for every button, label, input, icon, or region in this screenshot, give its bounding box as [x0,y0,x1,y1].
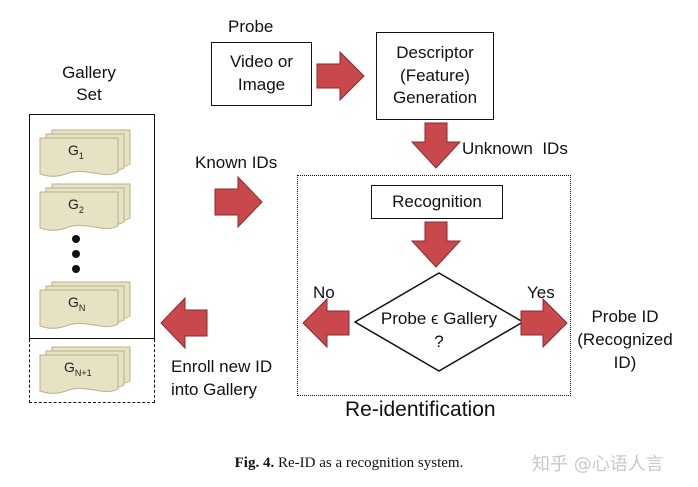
card-stack-icon [39,183,131,231]
caption-fig-number: Fig. 4. [234,455,275,471]
arrow-left-icon [302,297,350,349]
gallery-card-n: GN [38,280,134,330]
caption-text: Re-ID as a recognition system. [277,455,464,471]
descriptor-line-1: Descriptor [396,42,474,62]
arrow-left-icon [160,296,208,350]
new-gallery-box [29,339,155,403]
descriptor-generation-box: Descriptor (Feature) Generation [376,32,494,120]
probe-label: Probe [228,17,274,36]
gallery-set-line-2: Set [76,85,102,105]
decision-line-2: ? [434,331,444,351]
card-stack-icon [39,281,131,329]
unknown-ids-label: Unknown IDs [462,139,568,158]
recognition-label: Recognition [392,191,482,211]
decision-text: Probe ϵ Gallery ? [353,308,525,354]
probe-id-line-2: (Recognized [577,329,673,349]
gallery-set-box [29,114,155,339]
enroll-label: Enroll new ID into Gallery [171,356,272,402]
probe-id-line-1: Probe ID [591,307,659,326]
gallery-set-label: Gallery Set [44,62,134,106]
ellipsis-dots-icon [72,235,80,273]
figure-caption: Fig. 4. Re-ID as a recognition system. [0,455,698,472]
gallery-set-line-1: Gallery [62,63,116,82]
card-stack-icon [39,129,131,177]
gallery-card-1: G1 [38,128,134,178]
video-box-line-2: Image [237,75,286,94]
enroll-line-1: Enroll new ID [171,357,273,376]
decision-line-1: Probe ϵ Gallery [380,309,498,328]
arrow-down-icon [410,221,462,268]
descriptor-line-2: (Feature) [400,65,470,85]
descriptor-line-3: Generation [392,88,478,108]
gallery-item-1-label: G1 [68,142,84,161]
known-ids-label: Known IDs [195,153,278,172]
gallery-item-n-label: GN [68,294,86,313]
probe-id-label: Probe ID (Recognized ID) [562,306,688,375]
reidentification-label: Re-identification [345,398,496,421]
card-stack-icon [39,346,131,394]
video-box-line-1: Video or [229,52,293,72]
gallery-item-n-plus-1-label: GN+1 [64,359,92,378]
recognition-box: Recognition [371,185,503,219]
probe-id-line-3: ID) [613,352,637,372]
gallery-card-2: G2 [38,182,134,232]
yes-label: Yes [527,283,555,302]
decision-diamond [353,272,525,372]
arrow-right-icon [520,297,568,349]
arrow-right-icon [316,50,365,102]
watermark: 知乎 @心语人言 [532,454,664,475]
arrow-right-icon [214,175,263,229]
arrow-down-icon [410,122,462,169]
gallery-item-2-label: G2 [68,196,84,215]
reidentification-region [297,175,571,396]
gallery-card-n-plus-1: GN+1 [38,345,134,395]
enroll-line-2: into Gallery [171,379,257,399]
video-or-image-box: Video or Image [211,42,312,106]
no-label: No [313,283,335,302]
